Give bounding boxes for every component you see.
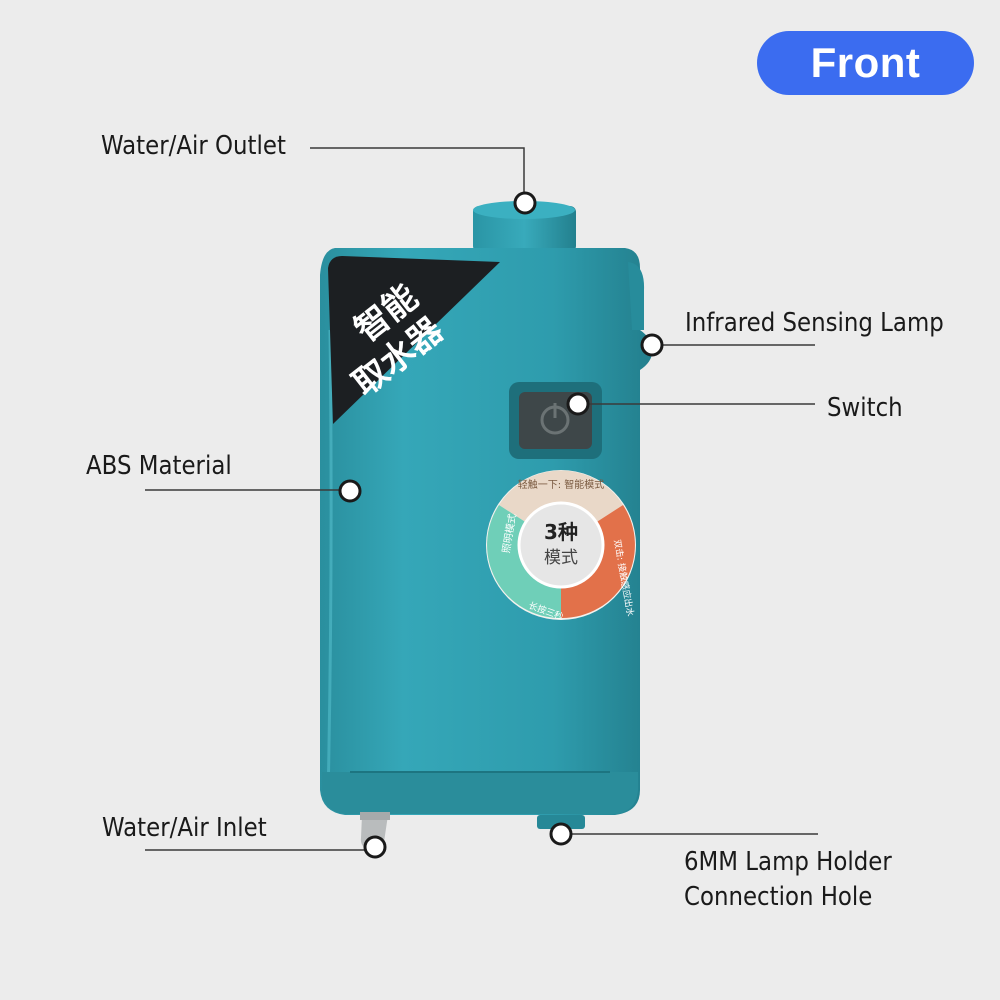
side-bump xyxy=(628,262,645,330)
body-highlight xyxy=(326,329,333,801)
dial-top-text: 轻触一下: 智能模式 xyxy=(518,478,605,491)
front-badge: Front xyxy=(757,31,974,95)
mode-dial: 3种 模式 轻触一下: 智能模式 照明模式 双击: 接触感应出水 长按三秒 xyxy=(486,470,637,623)
lamp-holder-dot xyxy=(549,822,573,846)
dial-center-line1: 3种 xyxy=(544,520,578,544)
outlet-dot xyxy=(513,191,537,215)
label-inlet: Water/Air Inlet xyxy=(102,813,267,843)
label-outlet: Water/Air Outlet xyxy=(101,131,286,161)
dial-center-line2: 模式 xyxy=(544,548,578,568)
label-switch: Switch xyxy=(827,393,903,423)
power-switch[interactable] xyxy=(509,382,602,459)
abs-dot xyxy=(338,479,362,503)
switch-dot xyxy=(566,392,590,416)
infrared-dot xyxy=(640,333,664,357)
label-lamp-holder: 6MM Lamp Holder Connection Hole xyxy=(684,845,892,915)
label-lamp-holder-line1: 6MM Lamp Holder xyxy=(684,847,892,877)
label-infrared: Infrared Sensing Lamp xyxy=(685,308,944,338)
label-lamp-holder-line2: Connection Hole xyxy=(684,882,873,913)
inlet-dot xyxy=(363,835,387,859)
callout-dots xyxy=(338,191,664,859)
leader-lines xyxy=(145,147,818,851)
lamp-holder xyxy=(537,815,585,829)
bottom-trim xyxy=(322,772,638,814)
label-abs: ABS Material xyxy=(86,451,232,481)
